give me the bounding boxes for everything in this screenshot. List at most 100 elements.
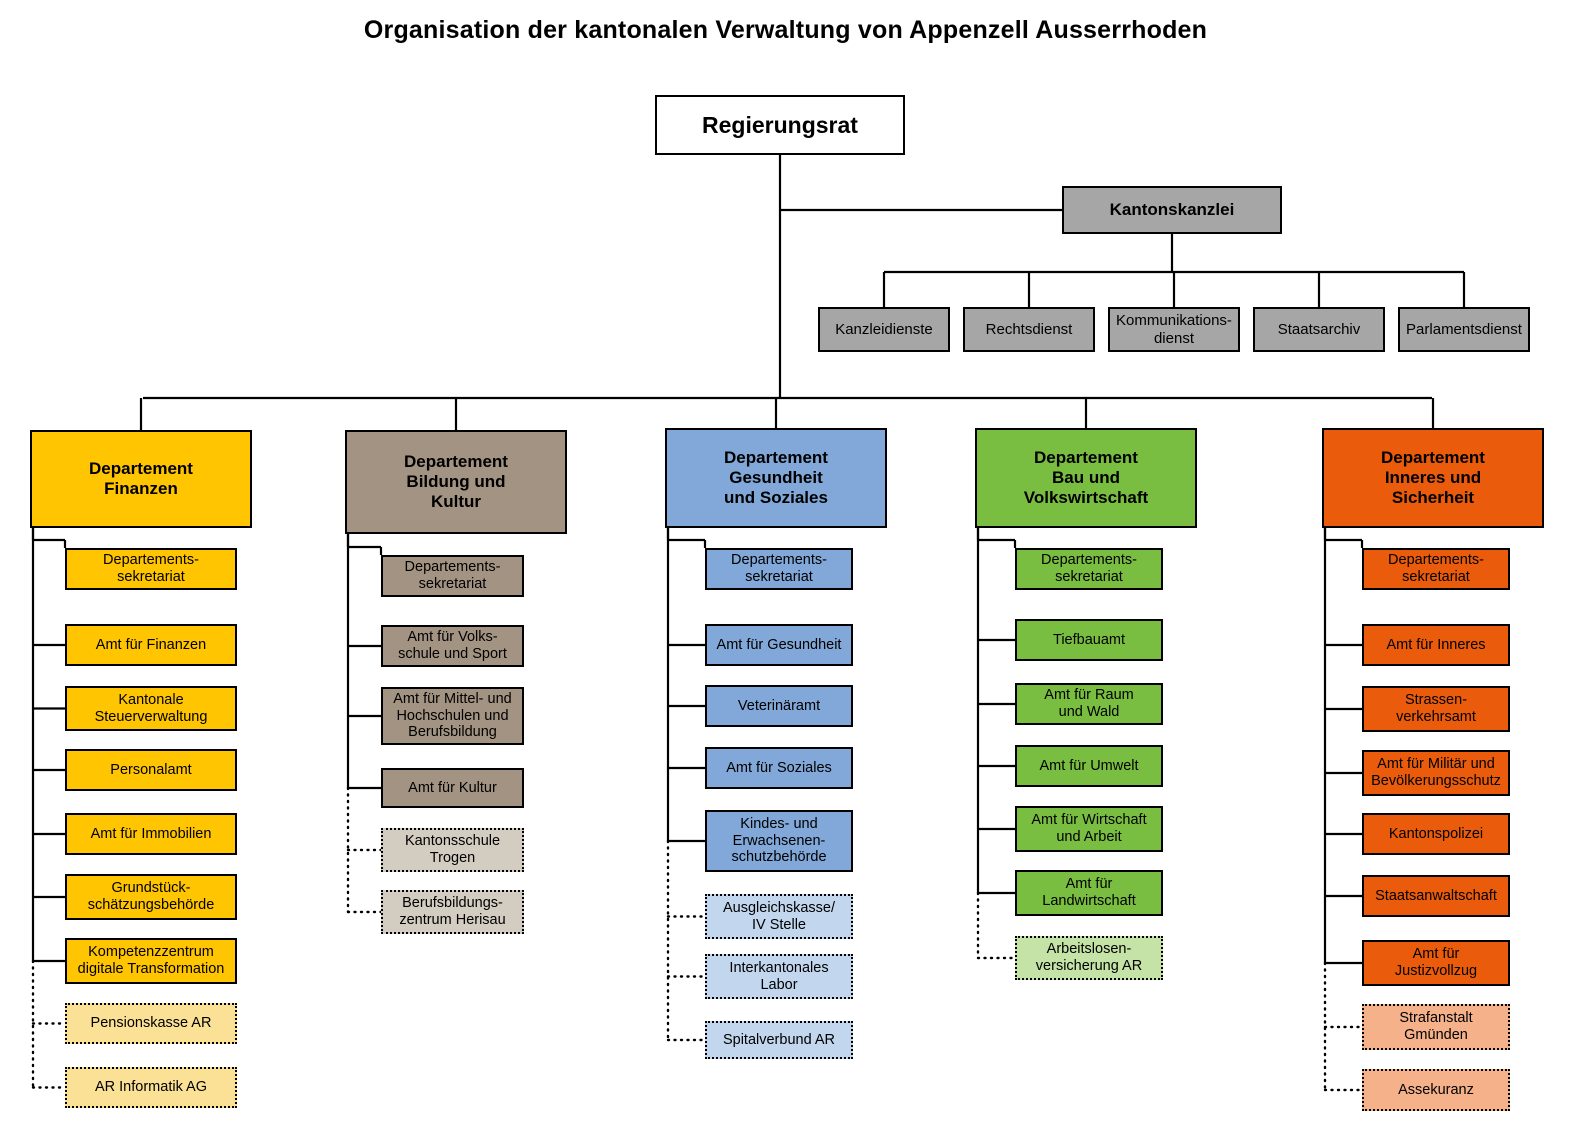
department-5-unit-2[interactable]: Amt für Inneres: [1362, 624, 1510, 666]
node-label: Assekuranz: [1398, 1081, 1474, 1098]
node-label: Personalamt: [110, 761, 192, 778]
root-node-regierungsrat[interactable]: Regierungsrat: [655, 95, 905, 155]
chancellery-unit-4[interactable]: Staatsarchiv: [1253, 307, 1385, 352]
node-label: Arbeitslosen-versicherung AR: [1035, 941, 1143, 974]
node-label: Amt für Gesundheit: [716, 636, 842, 653]
node-label: Kantonspolizei: [1388, 825, 1484, 842]
node-label: Amt für Inneres: [1386, 636, 1486, 653]
node-label: Regierungsrat: [702, 111, 858, 138]
node-label: Strassen-verkehrsamt: [1396, 692, 1476, 725]
department-1-unit-8[interactable]: Pensionskasse AR: [65, 1003, 237, 1044]
department-1-unit-2[interactable]: Amt für Finanzen: [65, 624, 237, 666]
node-label: Ausgleichskasse/IV Stelle: [722, 899, 836, 933]
department-4-unit-7[interactable]: Arbeitslosen-versicherung AR: [1015, 936, 1163, 980]
department-3-unit-8[interactable]: Spitalverbund AR: [705, 1021, 853, 1059]
node-label: Veterinäramt: [737, 697, 821, 714]
node-label: Departements-sekretariat: [1388, 552, 1484, 585]
department-3-unit-1[interactable]: Departements-sekretariat: [705, 548, 853, 590]
department-1-unit-4[interactable]: Personalamt: [65, 749, 237, 791]
node-label: Kanzleidienste: [835, 320, 933, 338]
node-label: Amt für Soziales: [726, 759, 832, 776]
chancellery-unit-2[interactable]: Rechtsdienst: [963, 307, 1095, 352]
node-label: Parlamentsdienst: [1406, 320, 1522, 338]
department-5-unit-1[interactable]: Departements-sekretariat: [1362, 548, 1510, 590]
node-label: Amt für Immobilien: [90, 825, 212, 842]
node-label: Departements-sekretariat: [404, 559, 501, 592]
node-label: Berufsbildungs-zentrum Herisau: [399, 895, 506, 928]
department-4-unit-1[interactable]: Departements-sekretariat: [1015, 548, 1163, 590]
department-1-unit-9[interactable]: AR Informatik AG: [65, 1067, 237, 1108]
department-1-unit-1[interactable]: Departements-sekretariat: [65, 548, 237, 590]
node-label: Amt für Finanzen: [95, 636, 207, 653]
department-5-unit-5[interactable]: Kantonspolizei: [1362, 813, 1510, 855]
department-1-unit-5[interactable]: Amt für Immobilien: [65, 813, 237, 855]
node-label: Amt für Volks-schule und Sport: [398, 629, 507, 662]
department-1-unit-6[interactable]: Grundstück-schätzungsbehörde: [65, 874, 237, 920]
department-2-unit-2[interactable]: Amt für Volks-schule und Sport: [381, 625, 524, 667]
node-label: Departements-sekretariat: [103, 552, 199, 585]
department-4-unit-4[interactable]: Amt für Umwelt: [1015, 745, 1163, 787]
chancellery-node[interactable]: Kantonskanzlei: [1062, 186, 1282, 234]
department-2-unit-4[interactable]: Amt für Kultur: [381, 768, 524, 808]
chancellery-unit-5[interactable]: Parlamentsdienst: [1398, 307, 1530, 352]
department-2-unit-1[interactable]: Departements-sekretariat: [381, 555, 524, 597]
node-label: Kommunikations-dienst: [1116, 312, 1232, 347]
department-5-unit-3[interactable]: Strassen-verkehrsamt: [1362, 686, 1510, 732]
node-label: Departements-sekretariat: [731, 552, 827, 585]
chancellery-unit-3[interactable]: Kommunikations-dienst: [1108, 307, 1240, 352]
node-label: Grundstück-schätzungsbehörde: [87, 880, 215, 913]
department-2-unit-6[interactable]: Berufsbildungs-zentrum Herisau: [381, 890, 524, 934]
node-label: Spitalverbund AR: [722, 1031, 836, 1048]
department-5-unit-9[interactable]: Assekuranz: [1362, 1069, 1510, 1111]
department-3-unit-6[interactable]: Ausgleichskasse/IV Stelle: [705, 894, 853, 939]
node-label: Staatsarchiv: [1277, 320, 1361, 338]
page-title: Organisation der kantonalen Verwaltung v…: [363, 16, 1208, 44]
node-label: Staatsanwaltschaft: [1375, 887, 1497, 904]
chancellery-unit-1[interactable]: Kanzleidienste: [818, 307, 950, 352]
department-5-unit-6[interactable]: Staatsanwaltschaft: [1362, 875, 1510, 917]
department-3-unit-2[interactable]: Amt für Gesundheit: [705, 624, 853, 666]
node-label: Pensionskasse AR: [90, 1015, 212, 1032]
department-4-unit-2[interactable]: Tiefbauamt: [1015, 619, 1163, 661]
node-label: Amt für Kultur: [408, 779, 497, 796]
node-label: Departements-sekretariat: [1041, 552, 1137, 585]
department-3-unit-4[interactable]: Amt für Soziales: [705, 747, 853, 789]
node-label: Tiefbauamt: [1053, 631, 1125, 648]
node-label: Kantonskanzlei: [1109, 200, 1235, 220]
department-3-unit-3[interactable]: Veterinäramt: [705, 685, 853, 727]
node-label: Amt für Umwelt: [1039, 757, 1139, 774]
